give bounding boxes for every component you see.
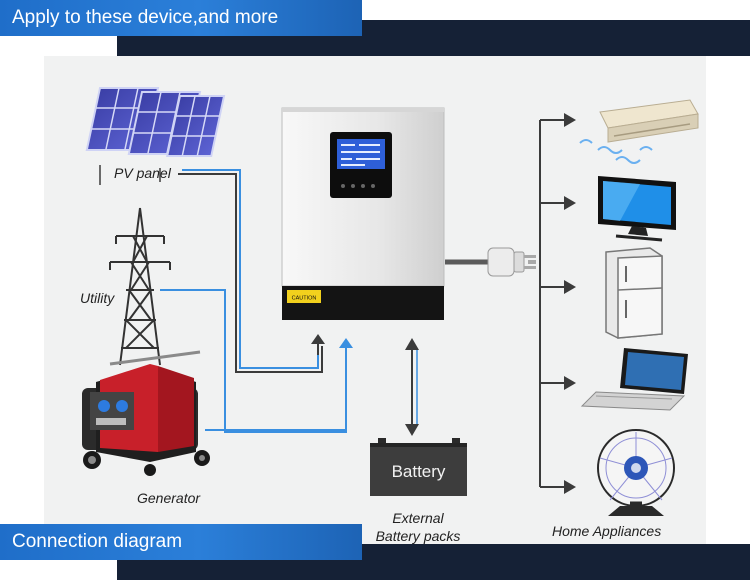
battery-box-label: Battery xyxy=(392,462,446,481)
television-icon xyxy=(598,176,676,242)
pv-input-arrow xyxy=(311,334,325,355)
inverter-display-panel xyxy=(330,132,392,198)
battery-image: Battery xyxy=(370,438,467,496)
utility-wire xyxy=(160,289,353,433)
fan-icon xyxy=(597,429,675,516)
generator-image xyxy=(82,350,210,476)
header-banner: Apply to these device,and more xyxy=(0,0,362,36)
battery-caption-line2: Battery packs xyxy=(375,528,461,544)
caution-label: CAUTION xyxy=(287,290,321,303)
appliance-bus xyxy=(539,113,576,494)
refrigerator-icon xyxy=(605,247,663,339)
battery-caption-line1: External xyxy=(392,510,444,526)
output-cable xyxy=(445,247,536,277)
utility-label: Utility xyxy=(80,290,115,306)
svg-text:CAUTION: CAUTION xyxy=(292,296,317,302)
utility-tower-image xyxy=(109,207,171,366)
inverter-image: CAUTION xyxy=(281,107,445,320)
pv-wire xyxy=(178,169,323,373)
pv-panel-label: PV panel xyxy=(114,165,171,181)
generator-label: Generator xyxy=(137,490,201,506)
laptop-icon xyxy=(580,348,688,411)
air-conditioner-icon xyxy=(579,99,699,164)
battery-wire xyxy=(405,338,419,436)
home-appliances-label: Home Appliances xyxy=(552,523,662,539)
pv-panel-image xyxy=(85,87,226,185)
footer-banner: Connection diagram xyxy=(0,524,362,560)
